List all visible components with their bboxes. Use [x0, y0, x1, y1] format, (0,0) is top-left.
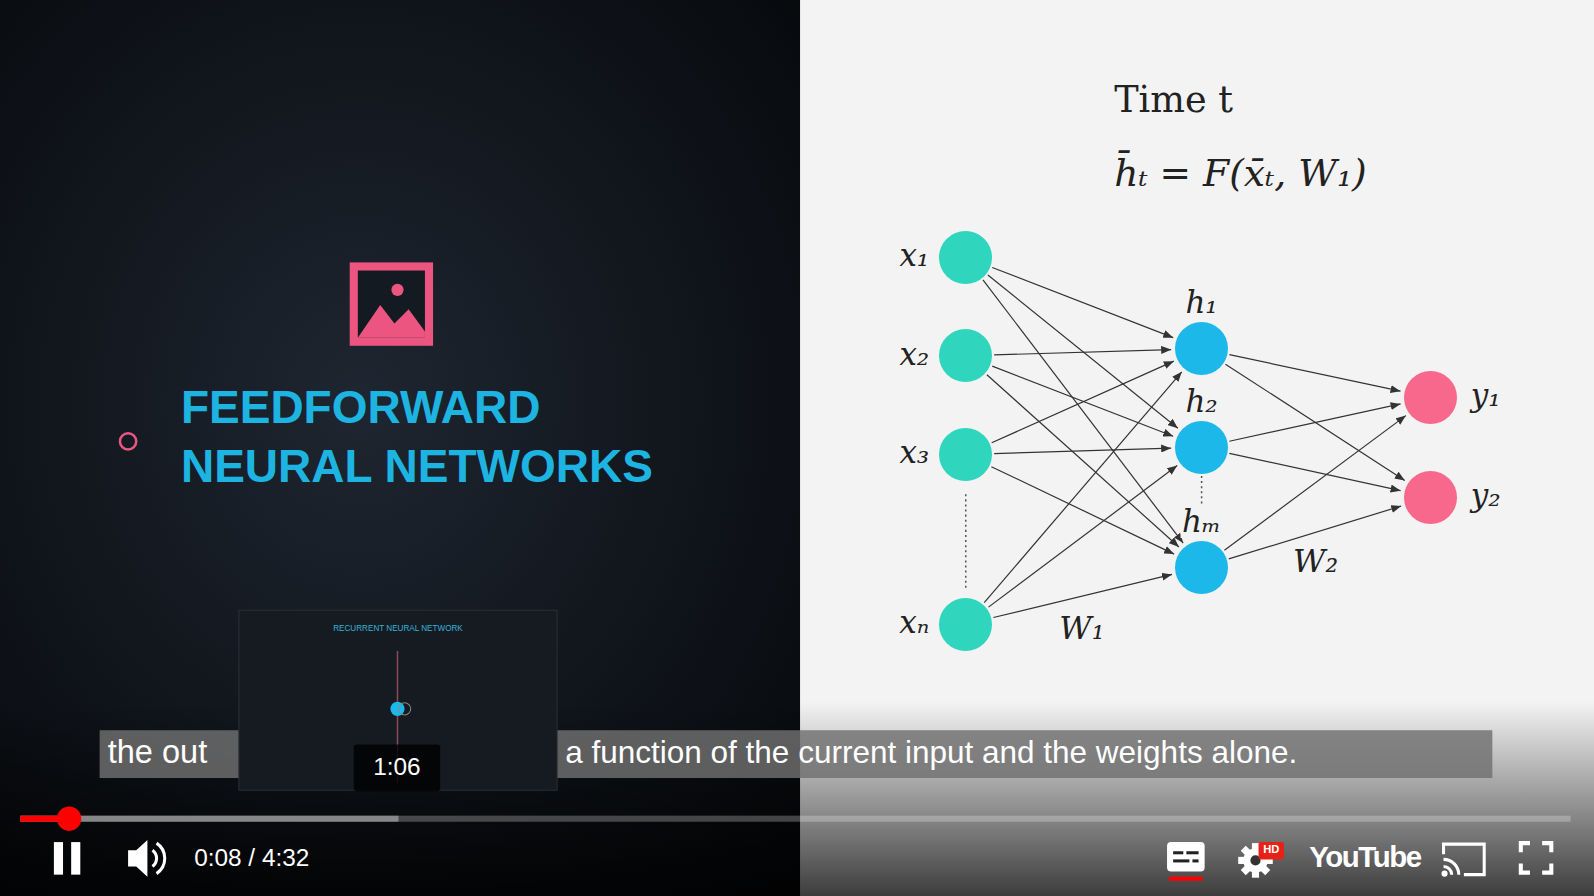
preview-time: 1:06 — [354, 753, 440, 781]
slide-title: FEEDFORWARD NEURAL NETWORKS — [181, 378, 701, 496]
weight-connection — [1224, 416, 1405, 551]
neuron-circle: y₁ — [1404, 371, 1457, 424]
youtube-logo: YouTube — [1309, 840, 1420, 874]
neuron-label: x₃ — [897, 436, 931, 470]
neuron-label: x₁ — [897, 238, 931, 272]
neuron-circle: xₙ — [939, 598, 992, 651]
neuron-circle: hₘ — [1175, 541, 1228, 594]
neuron-circle: h₁ — [1175, 322, 1228, 375]
ellipsis-line — [965, 494, 967, 590]
neuron-circle: x₁ — [939, 231, 992, 284]
neuron-label: y₂ — [1469, 478, 1503, 512]
weight-connection — [992, 366, 1173, 436]
neuron-label: hₘ — [1180, 504, 1223, 538]
weight-connection — [984, 372, 1182, 603]
weight-connection — [994, 350, 1171, 355]
volume-icon — [128, 840, 165, 877]
bullet-circle — [120, 433, 136, 449]
pause-icon — [54, 842, 80, 875]
weight-connection — [1229, 453, 1400, 490]
caption-text: a function of the current input and the … — [565, 734, 1297, 770]
weight-connection — [983, 280, 1183, 543]
weight-connection — [988, 275, 1178, 428]
preview-thumbnail — [239, 610, 557, 791]
hd-badge — [1259, 842, 1284, 859]
progress-bar — [20, 807, 1570, 831]
neuron-circle: h₂ — [1175, 421, 1228, 474]
subtitles-icon — [1167, 842, 1205, 881]
neuron-circle: y₂ — [1404, 471, 1457, 524]
neuron-label: x₂ — [897, 337, 931, 371]
weight-connection — [988, 466, 1177, 608]
weight-connection — [991, 467, 1174, 554]
weight-label: W₁ — [1059, 610, 1104, 646]
time-display: 0:08 / 4:32 — [194, 844, 309, 872]
weight-connection — [1229, 404, 1400, 441]
neuron-label: xₙ — [897, 605, 931, 639]
neuron-label: h₂ — [1183, 384, 1219, 418]
caption-text: the out — [108, 734, 207, 771]
hd-label: HD — [1259, 843, 1284, 856]
fullscreen-icon — [1521, 843, 1551, 872]
weight-connection — [994, 448, 1171, 453]
neuron-circle: x₃ — [939, 428, 992, 481]
time-label: Time t — [1114, 79, 1233, 121]
formula: h̄ₜ = F(x̄ₜ, W₁) — [1114, 152, 1367, 195]
weight-connection — [992, 361, 1174, 443]
thumbnail-title: RECURRENT NEURAL NETWORK — [239, 624, 557, 633]
neuron-label: h₁ — [1183, 285, 1219, 319]
neuron-label: y₁ — [1469, 379, 1503, 413]
weight-connection — [1225, 364, 1404, 480]
cast-icon — [1443, 844, 1484, 875]
weight-connection — [987, 375, 1179, 547]
weight-connection — [1229, 355, 1400, 392]
image-icon — [350, 262, 433, 345]
weight-label: W₂ — [1293, 543, 1338, 579]
neuron-circle: x₂ — [939, 329, 992, 382]
